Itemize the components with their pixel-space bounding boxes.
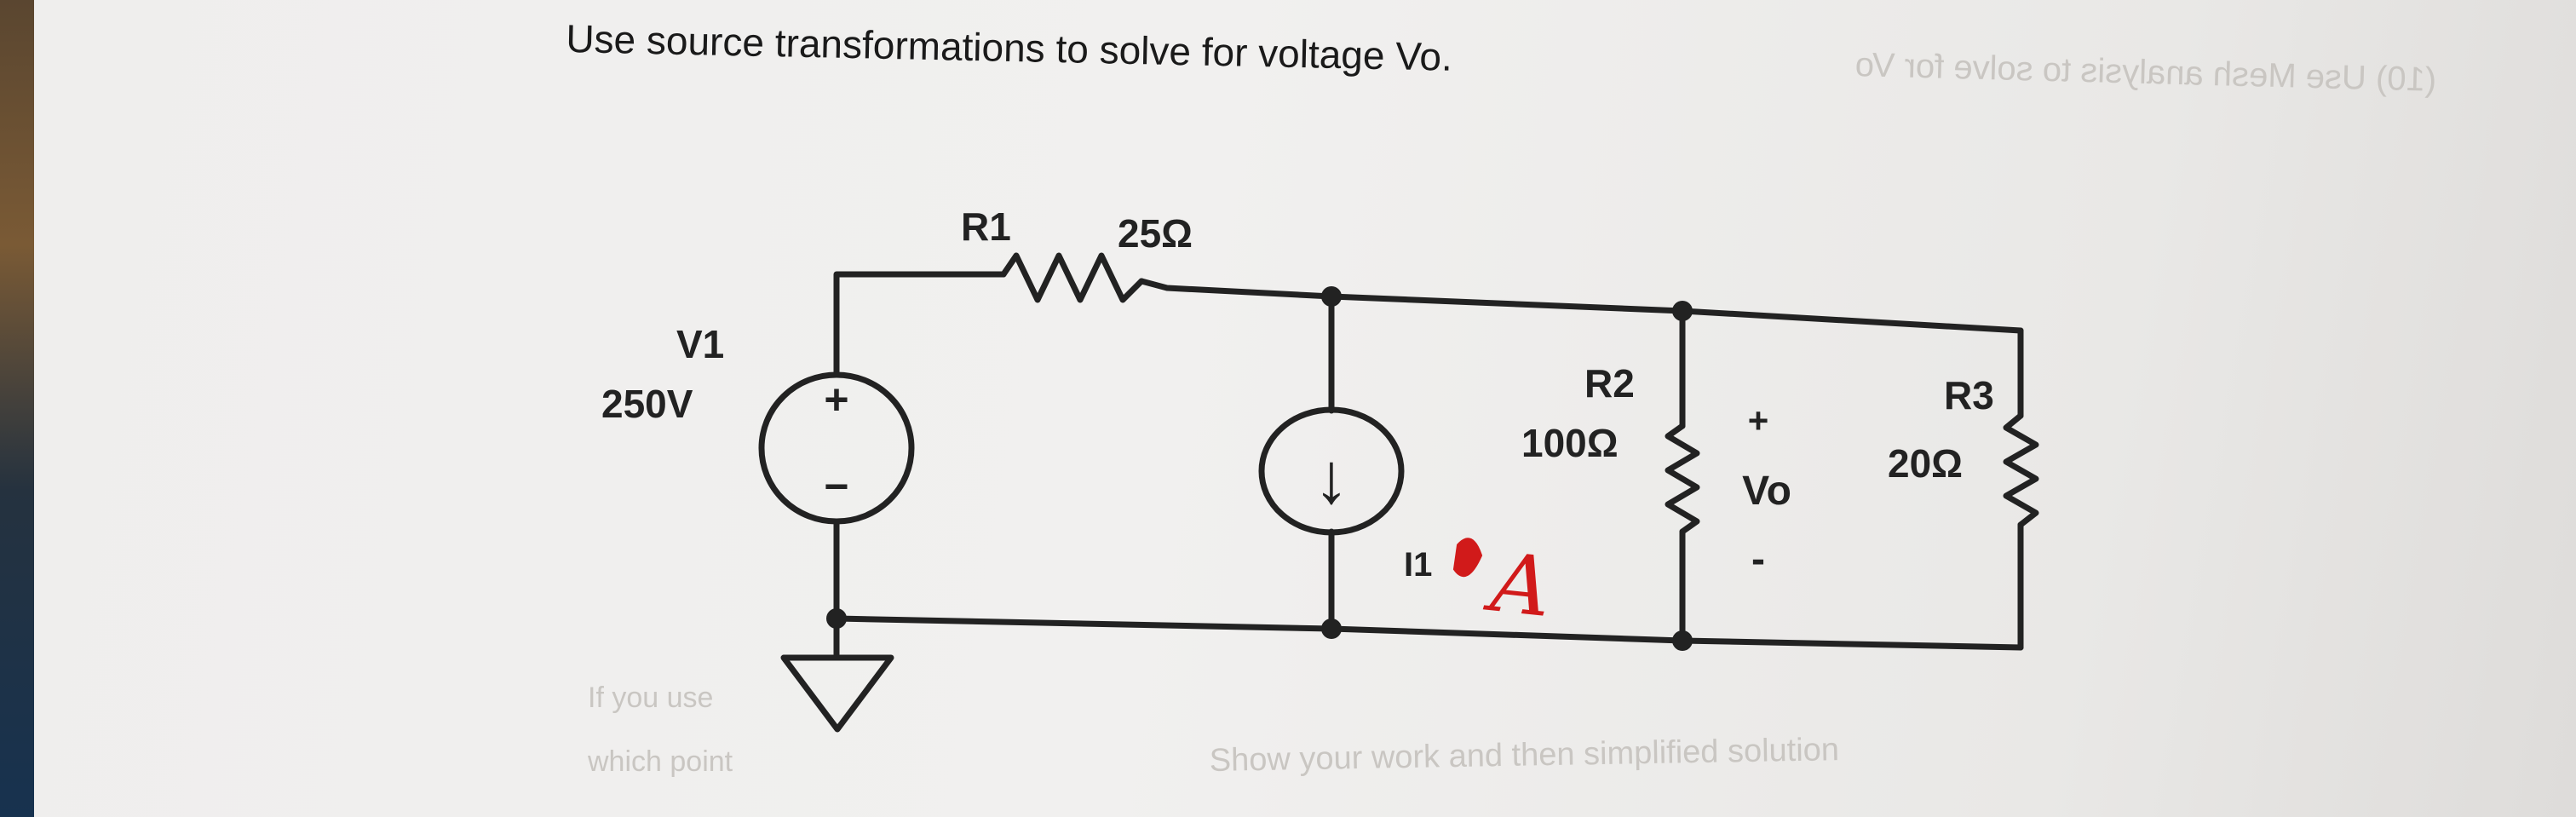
paper-sheet (34, 0, 2576, 817)
node-dot-top-i1 (1321, 286, 1342, 307)
v1-value-label: 250V (601, 382, 693, 426)
wire-bottom (833, 615, 2024, 651)
wire-v1-to-r1 (833, 271, 1007, 378)
bleed-text-bottom-right: Show your work and then simplified solut… (1209, 732, 1839, 779)
r1-name-label: R1 (961, 204, 1011, 249)
r1-resistor (1000, 252, 1145, 303)
r1-value-label: 25Ω (1118, 211, 1193, 256)
v1-voltage-source (758, 371, 915, 525)
v1-plus-sign: + (824, 376, 848, 423)
node-dot-bottom-r2 (1672, 630, 1693, 651)
i1-arrow-down-icon: ↓ (1314, 438, 1349, 518)
vo-minus-label: - (1751, 537, 1765, 582)
r2-name-label: R2 (1584, 361, 1635, 406)
bleed-text-bottom-left-1: If you use (588, 682, 713, 714)
i1-name-label: I1 (1404, 546, 1432, 584)
i1-handwritten-unit: A (1481, 534, 1556, 636)
vo-label: Vo (1742, 469, 1791, 514)
r2-value-label: 100Ω (1521, 421, 1619, 465)
v1-name-label: V1 (676, 322, 724, 366)
bleed-text-bottom-left-2: which point (587, 745, 733, 778)
i1-red-scribble (1452, 538, 1483, 578)
node-dot-ground (826, 608, 847, 629)
r2-resistor (1665, 423, 1700, 535)
i1-current-source (1258, 406, 1405, 536)
r3-resistor (2003, 412, 2039, 528)
bleed-text-top-right: (10) Use Mesh analysis to solve for Vo (1854, 46, 2436, 99)
r3-name-label: R3 (1944, 373, 1994, 417)
node-dot-bottom-i1 (1321, 619, 1342, 639)
wire-top (1138, 278, 2024, 334)
ground-symbol (780, 654, 894, 733)
vo-plus-label: + (1748, 400, 1769, 440)
node-dot-top-r2 (1672, 301, 1693, 321)
v1-minus-sign: − (824, 463, 848, 510)
r3-value-label: 20Ω (1888, 441, 1963, 486)
